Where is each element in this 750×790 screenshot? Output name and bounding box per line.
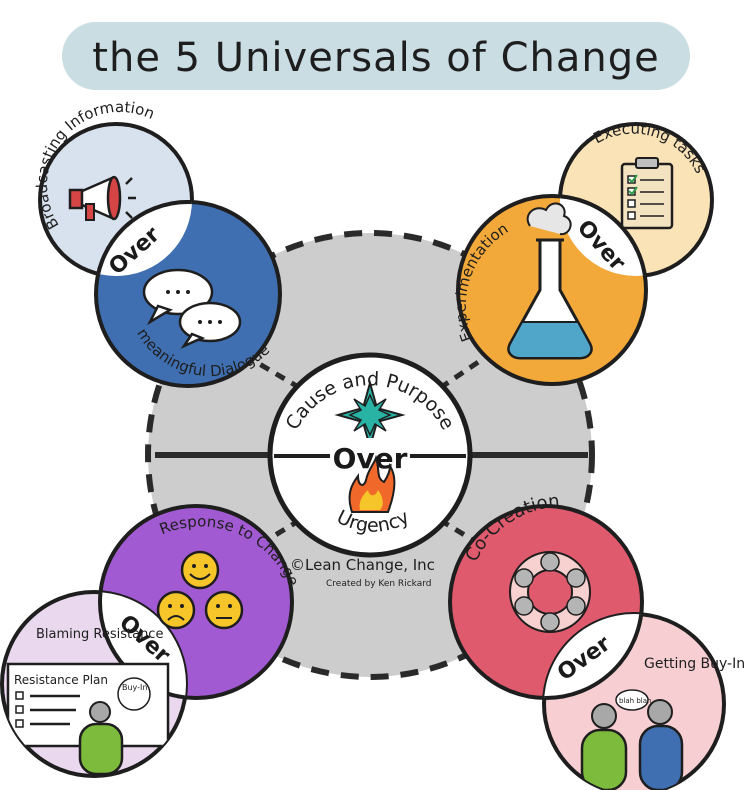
title-pill (62, 22, 690, 90)
title-banner: the 5 Universals of Change (62, 22, 690, 90)
title-text: the 5 Universals of Change (92, 35, 659, 81)
tl-group: Over Broadcasting Information meaningful… (33, 98, 282, 388)
br-buyin-scene: blah blah (580, 689, 684, 790)
speech-bubbles-icon (142, 268, 242, 349)
tr-group: Over Executing tasks Experimentation (452, 120, 714, 386)
flask-icon (507, 202, 593, 360)
megaphone-icon (68, 175, 136, 221)
br-group: Co-Creation Over Getting Buy-In blah bla… (448, 491, 745, 790)
bl-group: Response to Change Over Blaming Resistan… (0, 504, 303, 778)
br-overlap (544, 614, 644, 700)
br-bottom-label: Getting Buy-In (644, 656, 745, 672)
flame-icon (348, 454, 396, 513)
center-circle-group: Cause and Purpose Over Urgency (267, 352, 473, 558)
collaboration-table-icon (509, 551, 591, 633)
bl-resistance-scene: Resistance Plan Buy-In (6, 662, 170, 776)
credit-label: ©Lean Change, Inc (290, 556, 435, 574)
created-by-label: Created by Ken Rickard (326, 579, 431, 589)
bl-plan-label: Resistance Plan (14, 673, 108, 687)
tl-overlap (94, 200, 192, 276)
tr-overlap (560, 194, 648, 276)
clipboard-icon (620, 157, 674, 230)
bl-bubble-label: Buy-In (122, 683, 147, 692)
bl-overlap (98, 592, 186, 700)
br-bubble-label: blah blah (619, 697, 651, 705)
bl-bottom-label: Blaming Resistance (36, 627, 163, 642)
smiley-faces-icon (156, 550, 244, 630)
